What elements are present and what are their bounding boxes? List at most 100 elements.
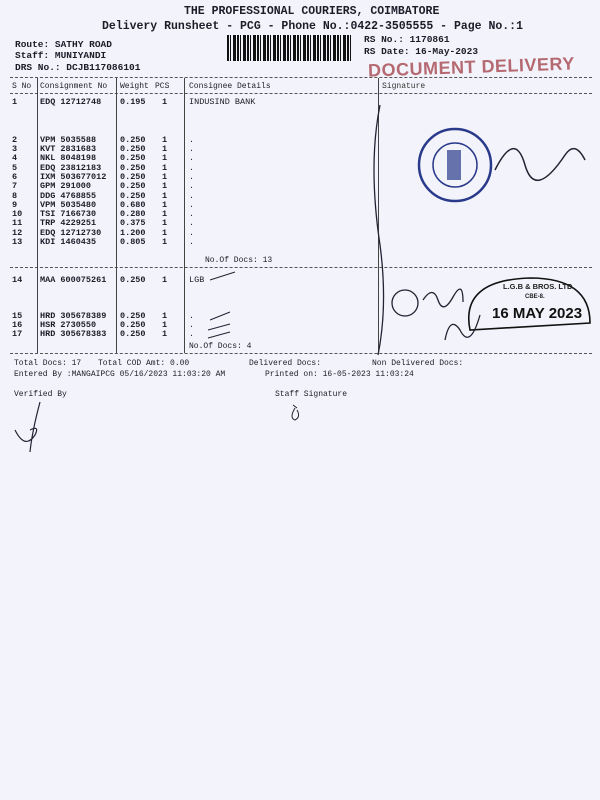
row-sno: 5 — [12, 163, 18, 173]
row-weight: 0.805 — [120, 237, 146, 247]
row-consignee: . — [189, 200, 195, 210]
row-consignment-no: TSI 7166730 — [40, 209, 97, 219]
row-pcs: 1 — [162, 218, 168, 228]
total-cod: Total COD Amt: 0.00 — [98, 359, 190, 368]
row-sno: 8 — [12, 191, 18, 201]
col-signature: Signature — [382, 82, 426, 91]
row-pcs: 1 — [162, 275, 168, 285]
tick-marks — [207, 271, 236, 339]
row-weight: 0.375 — [120, 218, 146, 228]
row-consignee: LGB — [189, 275, 205, 285]
row-consignment-no: VPM 5035480 — [40, 200, 97, 210]
row-sno: 15 — [12, 311, 23, 321]
row-consignee: . — [189, 153, 195, 163]
column-divider — [116, 78, 117, 353]
row-sno: 2 — [12, 135, 18, 145]
row-consignee: INDUSIND BANK — [189, 97, 256, 107]
row-consignment-no: EDQ 12712730 — [40, 228, 102, 238]
row-weight: 0.250 — [120, 144, 146, 154]
row-consignment-no: KVT 2831683 — [40, 144, 97, 154]
row-consignee: . — [189, 329, 195, 339]
row-weight: 0.250 — [120, 311, 146, 321]
row-consignee: . — [189, 135, 195, 145]
row-consignee: . — [189, 237, 195, 247]
row-consignment-no: NKL 8048198 — [40, 153, 97, 163]
group2-docs-count: No.Of Docs: 4 — [189, 342, 252, 351]
row-pcs: 1 — [162, 237, 168, 247]
row-consignment-no: MAA 600075261 — [40, 275, 107, 285]
divider — [10, 77, 592, 78]
table-row: 8 DDG 4768855 0.250 1. — [0, 192, 400, 201]
row-weight: 0.250 — [120, 191, 146, 201]
route: Route: SATHY ROAD — [15, 39, 112, 50]
row-consignment-no: HRD 305678383 — [40, 329, 107, 339]
delivered-docs: Delivered Docs: — [249, 359, 322, 368]
row-weight: 0.250 — [120, 181, 146, 191]
row-pcs: 1 — [162, 200, 168, 210]
divider — [10, 353, 592, 354]
verifier-signature — [14, 401, 41, 453]
row-sno: 9 — [12, 200, 18, 210]
row-consignee: . — [189, 218, 195, 228]
table-row: 11 TRP 4229251 0.375 1. — [0, 219, 400, 228]
column-divider — [184, 78, 185, 353]
row-consignment-no: HSR 2730550 — [40, 320, 97, 330]
row-consignment-no: KDI 1460435 — [40, 237, 97, 247]
bracket-mark — [373, 104, 385, 356]
row-sno: 11 — [12, 218, 23, 228]
entered-by: Entered By :MANGAIPCG 05/16/2023 11:03:2… — [14, 370, 226, 379]
row-consignment-no: HRD 305678389 — [40, 311, 107, 321]
row-consignee: . — [189, 320, 195, 330]
col-consignee: Consignee Details — [189, 82, 271, 91]
row-consignee: . — [189, 228, 195, 238]
row-consignee: . — [189, 181, 195, 191]
row-weight: 1.200 — [120, 228, 146, 238]
row-consignee: . — [189, 172, 195, 182]
lgb-stamp-date: 16 MAY 2023 — [492, 305, 582, 322]
group1-docs-count: No.Of Docs: 13 — [205, 256, 273, 265]
staff: Staff: MUNIYANDI — [15, 50, 107, 61]
row-pcs: 1 — [162, 181, 168, 191]
row-weight: 0.680 — [120, 200, 146, 210]
row-weight: 0.250 — [120, 172, 146, 182]
col-weight: Weight — [120, 82, 149, 91]
row-consignment-no: DDG 4768855 — [40, 191, 97, 201]
row-consignment-no: TRP 4229251 — [40, 218, 97, 228]
row-sno: 7 — [12, 181, 18, 191]
row-sno: 14 — [12, 275, 23, 285]
row-pcs: 1 — [162, 191, 168, 201]
row-pcs: 1 — [162, 135, 168, 145]
drs-number: DRS No.: DCJB117086101 — [15, 62, 141, 73]
row-sno: 6 — [12, 172, 18, 182]
row-weight: 0.195 — [120, 97, 146, 107]
printed-on: Printed on: 16-05-2023 11:03:24 — [265, 370, 414, 379]
row-sno: 17 — [12, 329, 23, 339]
rs-number: RS No.: 1170861 — [364, 34, 450, 45]
col-pcs: PCS — [155, 82, 170, 91]
row-consignment-no: IXM 503677012 — [40, 172, 107, 182]
row-pcs: 1 — [162, 209, 168, 219]
row-sno: 4 — [12, 153, 18, 163]
row-weight: 0.250 — [120, 275, 146, 285]
row-consignment-no: EDQ 23812183 — [40, 163, 102, 173]
table-row: 14 MAA 600075261 0.250 1 LGB — [0, 276, 400, 285]
row-weight: 0.250 — [120, 135, 146, 145]
row-weight: 0.250 — [120, 320, 146, 330]
row-consignee: . — [189, 209, 195, 219]
verified-by: Verified By — [14, 390, 67, 399]
row-consignee: . — [189, 191, 195, 201]
round-seal-and-signature — [417, 127, 586, 203]
column-divider — [378, 78, 379, 353]
document-delivery-stamp: DOCUMENT DELIVERY — [367, 53, 576, 81]
runsheet-subtitle: Delivery Runsheet - PCG - Phone No.:0422… — [102, 20, 523, 33]
total-docs: Total Docs: 17 — [14, 359, 82, 368]
